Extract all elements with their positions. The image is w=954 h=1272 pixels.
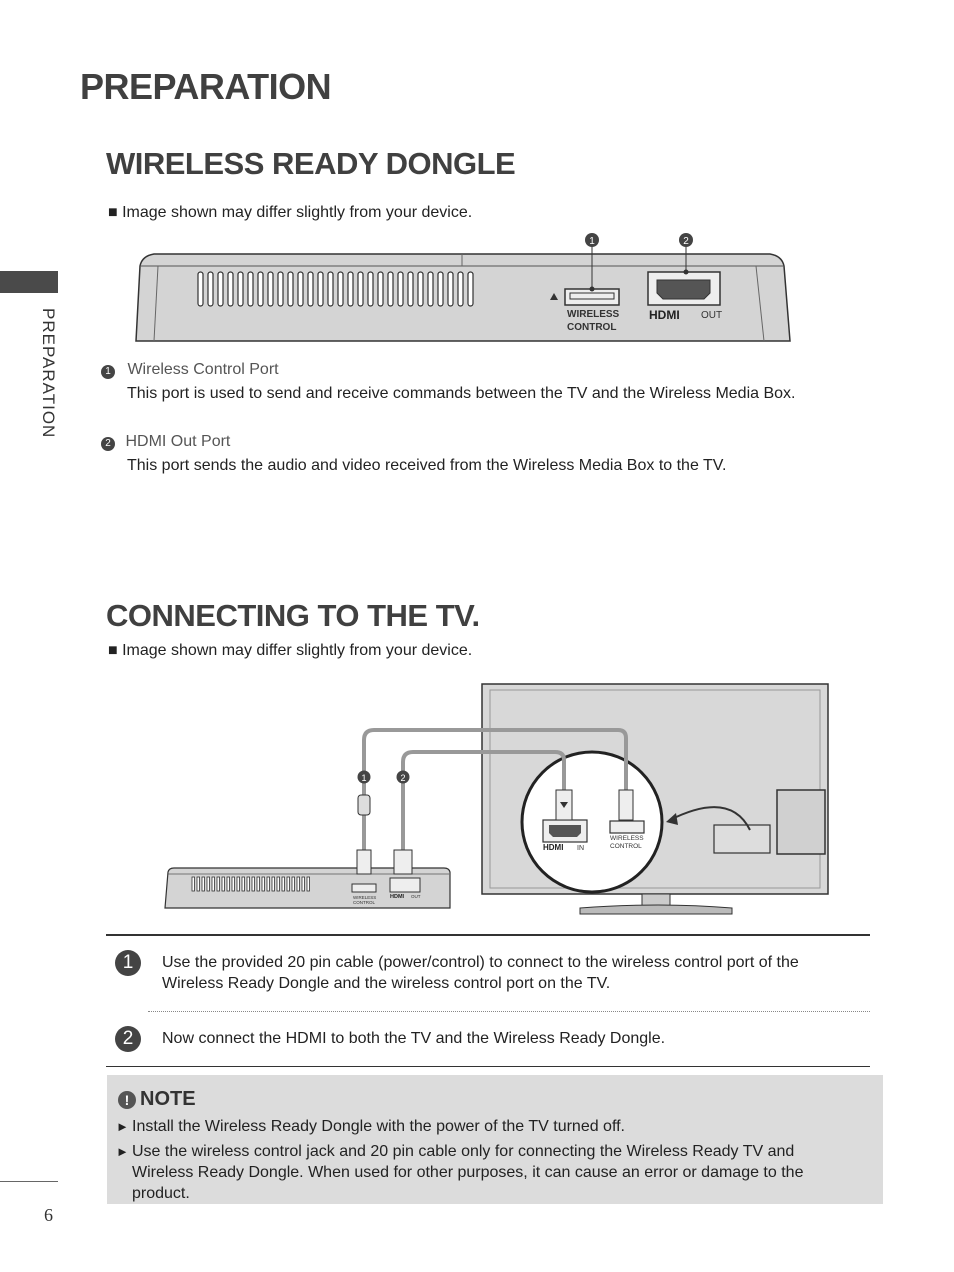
exclamation-icon: ! bbox=[118, 1090, 136, 1109]
step-1-text: Use the provided 20 pin cable (power/con… bbox=[162, 954, 799, 992]
page-title: PREPARATION bbox=[80, 66, 332, 107]
callout-1-label: 1 bbox=[589, 236, 595, 247]
out-label: OUT bbox=[701, 310, 722, 321]
image-disclaimer: ■ Image shown may differ slightly from y… bbox=[108, 204, 473, 221]
callout-2-label: 2 bbox=[683, 236, 689, 247]
small-hdmi-logo: HDMI bbox=[390, 894, 405, 900]
note-item-1: ► Install the Wireless Ready Dongle with… bbox=[116, 1116, 856, 1137]
steps-divider bbox=[148, 1011, 870, 1012]
vent-slots bbox=[197, 271, 474, 307]
conn-callout-2 bbox=[396, 770, 410, 784]
note-title: NOTE bbox=[140, 1088, 196, 1110]
page-number-rule bbox=[0, 1181, 58, 1182]
port-2-title: HDMI Out Port bbox=[125, 433, 231, 450]
port-2: 2 HDMI Out Port bbox=[101, 433, 230, 451]
bullet-arrow-icon: ► bbox=[116, 1144, 129, 1159]
page-number: 6 bbox=[44, 1205, 53, 1225]
hdmi-logo: HDMI bbox=[649, 308, 680, 322]
port-1-title: Wireless Control Port bbox=[127, 361, 279, 378]
step-1-badge: 1 bbox=[115, 950, 141, 976]
conn-callout-1 bbox=[357, 770, 371, 784]
step-2-text: Now connect the HDMI to both the TV and … bbox=[162, 1030, 666, 1047]
note-item-1-text: Install the Wireless Ready Dongle with t… bbox=[132, 1118, 625, 1135]
side-section-label: PREPARATION bbox=[39, 308, 58, 439]
tv-wireless-label-2: CONTROL bbox=[610, 843, 642, 850]
wireless-label-1: WIRELESS bbox=[567, 309, 620, 320]
tv-side-panel bbox=[776, 789, 826, 855]
tv-port-area bbox=[713, 824, 771, 854]
bullet-arrow-icon: ► bbox=[116, 1119, 129, 1134]
port-1: 1 Wireless Control Port bbox=[101, 361, 279, 379]
section-heading-connecting: CONNECTING TO THE TV. bbox=[106, 598, 480, 633]
conn-callout-1-label: 1 bbox=[361, 773, 366, 783]
port-1-badge: 1 bbox=[101, 365, 115, 379]
tv-stand-base bbox=[579, 904, 733, 915]
callout-2 bbox=[679, 233, 693, 247]
step-2-badge: 2 bbox=[115, 1026, 141, 1052]
note-item-2-text: Use the wireless control jack and 20 pin… bbox=[132, 1143, 804, 1202]
note-header: ! NOTE bbox=[118, 1088, 196, 1111]
connection-diagram: HDMI IN WIRELESS CONTROL 1 2 WIRELESS CO… bbox=[164, 683, 829, 915]
small-out-label: OUT bbox=[411, 894, 421, 899]
port-2-desc: This port sends the audio and video rece… bbox=[127, 457, 727, 474]
steps-top-rule bbox=[106, 934, 870, 936]
small-wireless-label-2: CONTROL bbox=[353, 900, 375, 905]
image-disclaimer-2: ■ Image shown may differ slightly from y… bbox=[108, 642, 473, 659]
steps-bottom-rule bbox=[106, 1066, 870, 1067]
conn-callout-2-label: 2 bbox=[400, 773, 405, 783]
port-1-desc: This port is used to send and receive co… bbox=[127, 385, 796, 402]
dongle-diagram: WIRELESS CONTROL HDMI OUT 1 2 bbox=[135, 233, 791, 342]
control-cable bbox=[362, 728, 628, 855]
wireless-label-2: CONTROL bbox=[567, 322, 616, 333]
note-box bbox=[107, 1075, 883, 1204]
tv-wireless-label-1: WIRELESS bbox=[610, 835, 644, 842]
tv-wireless-port bbox=[609, 820, 645, 834]
curved-arrow-icon bbox=[666, 813, 678, 825]
small-wireless-label-1: WIRELESS bbox=[353, 895, 376, 900]
tv-in-label: IN bbox=[577, 845, 584, 852]
hdmi-cable bbox=[401, 750, 566, 855]
side-tab-marker bbox=[0, 271, 58, 293]
note-item-2: ► Use the wireless control jack and 20 p… bbox=[116, 1141, 856, 1204]
triangle-marker-icon bbox=[550, 293, 558, 300]
tv-hdmi-logo: HDMI bbox=[543, 843, 563, 852]
port-2-badge: 2 bbox=[101, 437, 115, 451]
section-heading-dongle: WIRELESS READY DONGLE bbox=[106, 146, 516, 181]
callout-1 bbox=[585, 233, 599, 247]
